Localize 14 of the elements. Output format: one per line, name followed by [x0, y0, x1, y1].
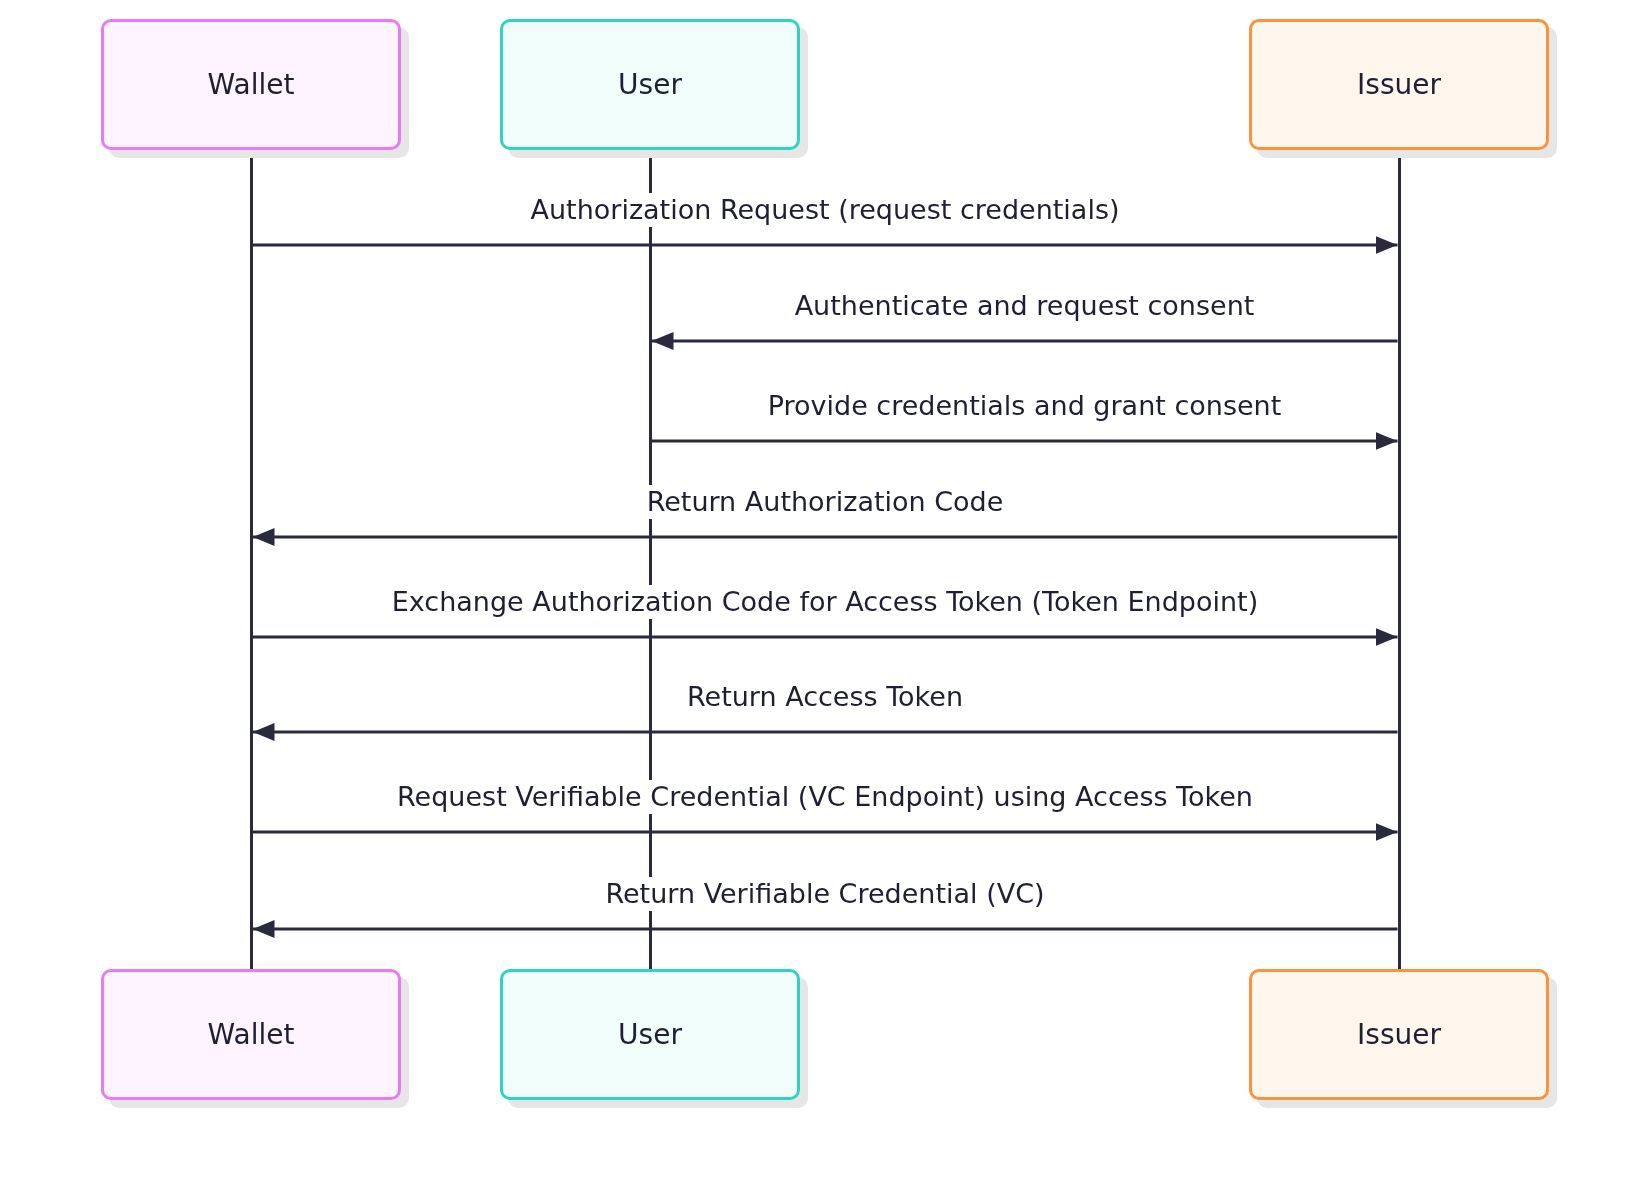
participant-label: Wallet: [207, 1018, 295, 1051]
message-arrow: [252, 920, 1398, 938]
message-arrow: [252, 528, 1398, 546]
participant-label: User: [618, 1018, 682, 1051]
message-arrow: [252, 723, 1398, 741]
message-arrow: [252, 823, 1398, 841]
participant-label: User: [618, 68, 682, 101]
message-arrow: [252, 628, 1398, 646]
participant-label: Issuer: [1357, 68, 1441, 101]
message-arrow: [252, 236, 1398, 254]
message-arrow: [651, 432, 1398, 450]
message-arrow: [651, 332, 1398, 350]
participant-label: Issuer: [1357, 1018, 1441, 1051]
participant-label: Wallet: [207, 68, 295, 101]
